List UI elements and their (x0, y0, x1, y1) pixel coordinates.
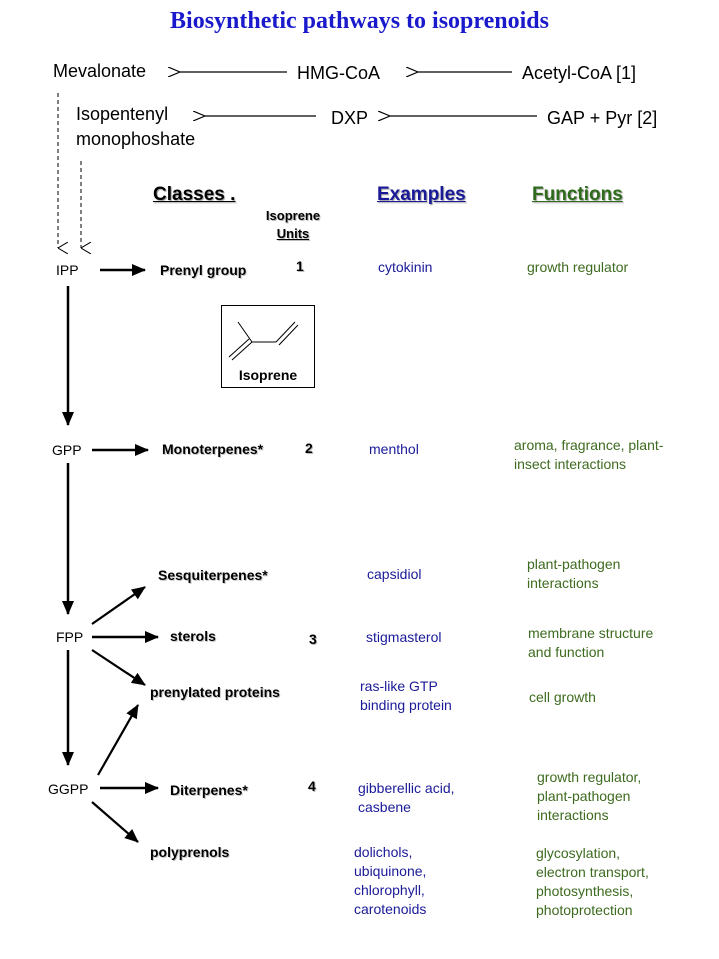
arrow-fpp-to-prenylated (91, 649, 146, 686)
arrow-ggpp-to-prenylated (97, 704, 139, 776)
class-monoterpenes: Monoterpenes* (162, 441, 264, 457)
example-prenylated-line1: ras-like GTP (360, 678, 438, 694)
function-monoterpenes-line2: insect interactions (514, 456, 627, 472)
example-sesquiterpenes: capsidiol (367, 566, 422, 582)
class-prenyl-group: Prenyl group (160, 262, 247, 278)
arrow-fpp-to-sesquiterpenes (91, 586, 146, 625)
units-diterpenes: 4 (308, 778, 316, 794)
function-sesquiterpenes-line1: plant-pathogen (527, 556, 621, 572)
units-prenyl-group: 1 (296, 258, 304, 274)
fpp-node: FPP (56, 629, 84, 645)
gap-pyr-label: GAP + Pyr [2] (547, 108, 658, 128)
function-diterpenes-line2: plant-pathogen (537, 788, 631, 804)
examples-header: Examples (377, 184, 466, 205)
monophoshate-label: monophoshate (76, 129, 196, 149)
function-polyprenols-line2: electron transport, (536, 864, 649, 880)
example-diterpenes-line2: casbene (358, 799, 411, 815)
class-prenylated-proteins: prenylated proteins (150, 684, 280, 700)
function-diterpenes-line3: interactions (537, 807, 609, 823)
isoprene-structure-icon (228, 321, 299, 361)
example-diterpenes-line1: gibberellic acid, (358, 780, 455, 796)
class-sesquiterpenes: Sesquiterpenes* (158, 567, 268, 583)
class-diterpenes: Diterpenes* (170, 782, 248, 798)
units-sterols: 3 (309, 631, 317, 647)
isopentenyl-label: Isopentenyl (76, 104, 169, 124)
acetyl-coa-label: Acetyl-CoA [1] (522, 63, 637, 83)
function-sterols-line2: and function (528, 644, 605, 660)
example-polyprenols-line1: dolichols, (354, 844, 413, 860)
example-polyprenols-line4: carotenoids (354, 901, 427, 917)
hmg-coa-label: HMG-CoA (297, 63, 381, 83)
function-polyprenols-line1: glycosylation, (536, 845, 621, 861)
units-monoterpenes: 2 (305, 440, 313, 456)
example-monoterpenes: menthol (369, 441, 419, 457)
function-diterpenes-line1: growth regulator, (537, 769, 642, 785)
function-sterols-line1: membrane structure (528, 625, 654, 641)
functions-header: Functions (532, 184, 623, 205)
mevalonate-label: Mevalonate (53, 61, 147, 81)
example-sterols: stigmasterol (366, 629, 442, 645)
class-polyprenols: polyprenols (150, 844, 230, 860)
function-prenylated-proteins: cell growth (529, 689, 596, 705)
isoprene-label: Isoprene (238, 367, 298, 383)
classes-header: Classes . (153, 184, 236, 205)
ipp-node: IPP (56, 262, 79, 278)
isoprene-units-header: Isoprene (265, 208, 321, 223)
gpp-node: GPP (52, 442, 82, 458)
function-polyprenols-line4: photoprotection (536, 902, 633, 918)
ggpp-node: GGPP (48, 781, 89, 797)
example-polyprenols-line2: ubiquinone, (354, 863, 427, 879)
arrow-ggpp-to-polyprenols (91, 801, 139, 843)
function-monoterpenes-line1: aroma, fragrance, plant- (514, 437, 664, 453)
dxp-label: DXP (331, 108, 369, 128)
function-prenyl-group: growth regulator (527, 259, 629, 275)
page-title: Biosynthetic pathways to isoprenoids (170, 8, 549, 34)
function-polyprenols-line3: photosynthesis, (536, 883, 634, 899)
isoprene-units-header-units: Units (276, 226, 310, 241)
example-polyprenols-line3: chlorophyll, (354, 882, 425, 898)
class-sterols: sterols (170, 628, 216, 644)
isoprene-structure-box: Isoprene (221, 305, 315, 388)
example-prenyl-group: cytokinin (378, 259, 433, 275)
function-sesquiterpenes-line2: interactions (527, 575, 599, 591)
example-prenylated-line2: binding protein (360, 697, 452, 713)
